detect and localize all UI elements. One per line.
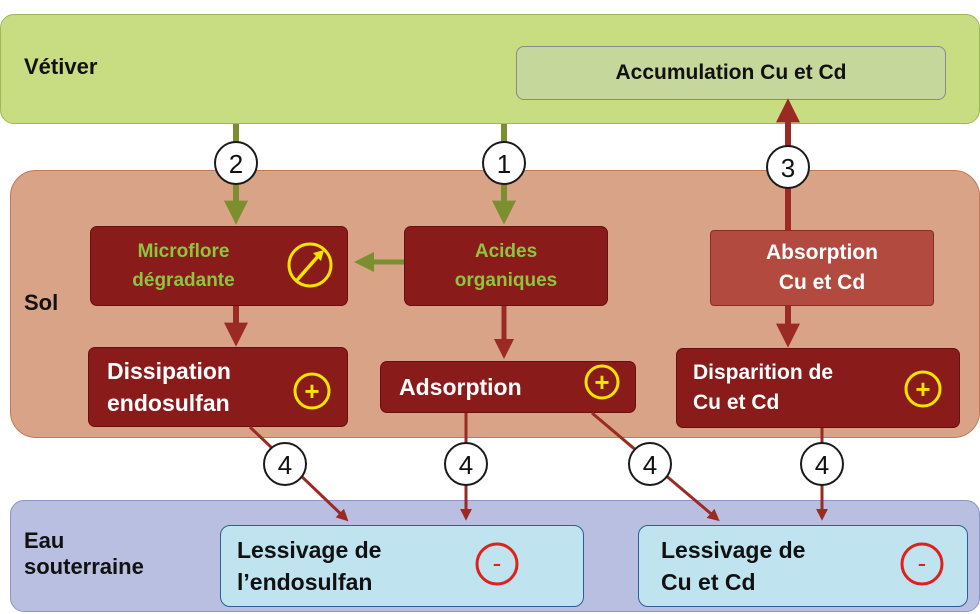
plus-label-dissipation: + (304, 376, 319, 406)
absorption-label: Absorption Cu et Cd (766, 240, 878, 294)
step-4-label-c: 4 (643, 450, 657, 480)
plus-label-adsorption: + (594, 367, 609, 397)
step-3-marker: 3 (766, 145, 810, 189)
step-4-marker-d: 4 (800, 442, 844, 486)
plus-indicator-adsorption: + (584, 364, 620, 400)
lessivage-cu-cd-box: Lessivage de Cu et Cd (638, 525, 968, 607)
step-4-label-a: 4 (278, 450, 292, 480)
adsorption-label: Adsorption (399, 373, 522, 400)
disparition-box: Disparition de Cu et Cd (676, 348, 960, 428)
step-4-marker-b: 4 (444, 442, 488, 486)
zone-label-eau-souterraine: Eau souterraine (24, 528, 144, 580)
minus-indicator-endosulfan: - (475, 542, 519, 586)
step-2-label: 2 (229, 149, 243, 179)
step-1-label: 1 (497, 149, 511, 179)
zone-label-sol: Sol (24, 290, 59, 315)
dissipation-label: Dissipation endosulfan (107, 357, 231, 416)
lessivage-endosulfan-box: Lessivage de l’endosulfan (220, 525, 584, 607)
acides-organiques-box: Acides organiques (404, 226, 608, 306)
plus-indicator-dissipation: + (293, 372, 331, 410)
minus-label-cu-cd: - (918, 548, 927, 578)
accumulation-box: Accumulation Cu et Cd (516, 46, 946, 100)
absorption-box: Absorption Cu et Cd (710, 230, 934, 306)
accumulation-label: Accumulation Cu et Cd (615, 61, 847, 84)
plus-label-disparition: + (915, 374, 930, 404)
dissipation-box: Dissipation endosulfan (88, 347, 348, 427)
step-4-marker-a: 4 (263, 442, 307, 486)
step-4-marker-c: 4 (628, 442, 672, 486)
microflore-box: Microflore dégradante (90, 226, 348, 306)
step-3-label: 3 (781, 153, 795, 183)
microflore-label: Microflore dégradante (132, 240, 235, 291)
step-1-marker: 1 (482, 141, 526, 185)
step-4-label-d: 4 (815, 450, 829, 480)
lessivage-cu-cd-label: Lessivage de Cu et Cd (661, 536, 806, 595)
minus-indicator-cu-cd: - (900, 542, 944, 586)
increase-arrow-icon (287, 242, 333, 288)
step-4-label-b: 4 (459, 450, 473, 480)
minus-label-endosulfan: - (493, 548, 502, 578)
step-2-marker: 2 (214, 141, 258, 185)
zone-label-vetiver: Vétiver (24, 54, 98, 79)
disparition-label: Disparition de Cu et Cd (693, 360, 834, 414)
acides-organiques-label: Acides organiques (454, 240, 558, 291)
lessivage-endosulfan-label: Lessivage de l’endosulfan (237, 536, 382, 595)
plus-indicator-disparition: + (904, 370, 942, 408)
